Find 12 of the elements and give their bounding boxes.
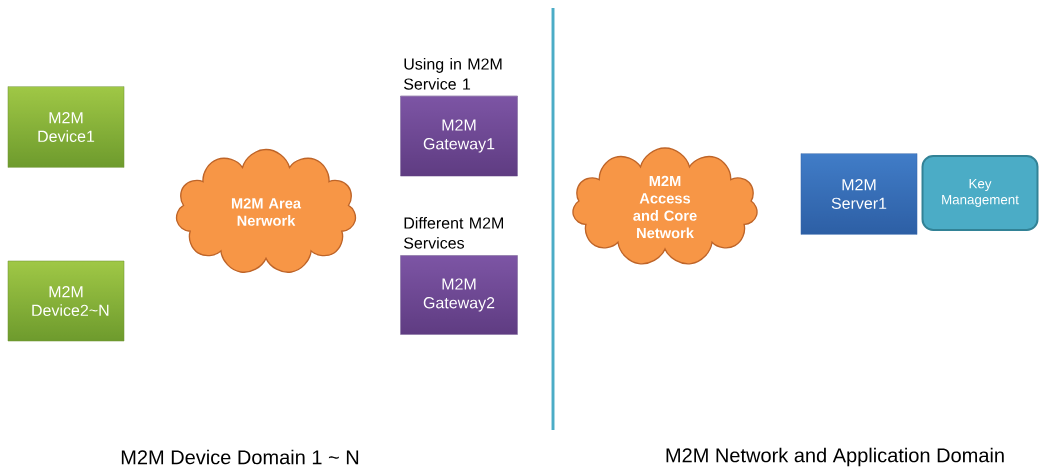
caption-text: Different M2M Services xyxy=(404,217,503,249)
caption-text: Using in M2M Service 1 xyxy=(404,58,502,90)
gateway-box: M2M Gateway1 xyxy=(400,95,518,177)
network-cloud: M2M Access and Core Network xyxy=(572,147,758,265)
device-box: M2M Device1 xyxy=(7,86,125,168)
device-box: M2M Device2~N xyxy=(7,260,125,342)
server-box: M2M Server1 xyxy=(800,153,918,235)
network-cloud: M2M Area Nerwork xyxy=(175,148,357,273)
domain-label: M2M Network and Application Domain xyxy=(666,447,1004,467)
gateway-box: M2M Gateway2 xyxy=(400,255,518,335)
key-management-box: Key Management xyxy=(921,155,1039,231)
domain-label: M2M Device Domain 1 ~ N xyxy=(121,449,359,465)
